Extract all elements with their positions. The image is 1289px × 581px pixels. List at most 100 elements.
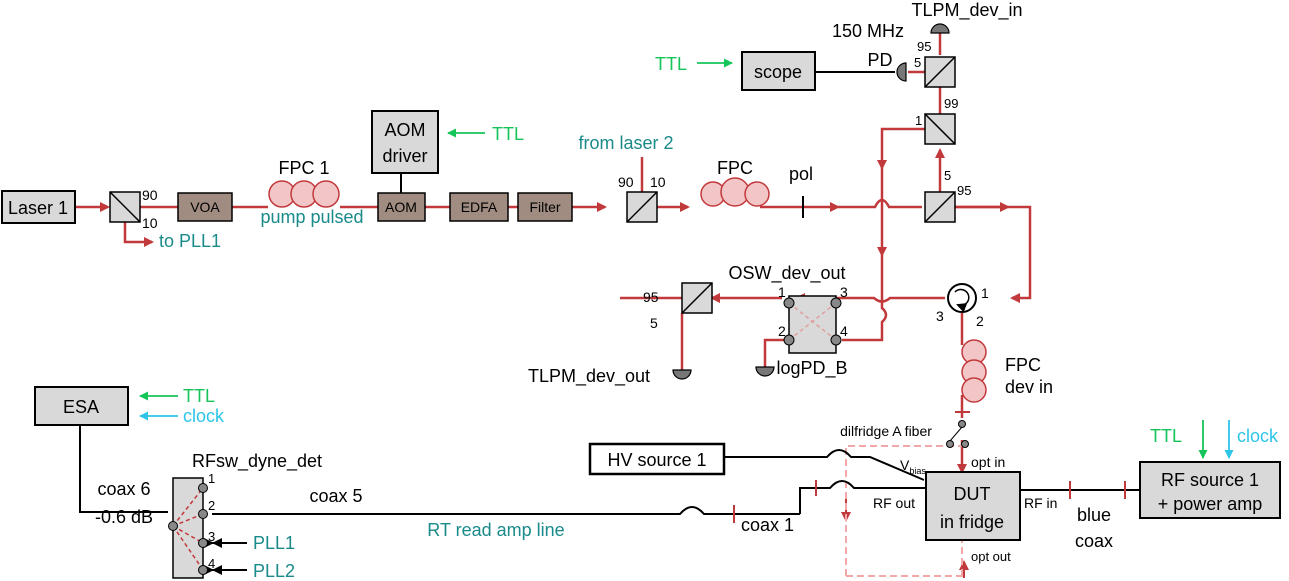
esa: ESA: [34, 386, 129, 426]
vbias-subscript: bias: [909, 466, 926, 476]
edfa: EDFA: [449, 192, 509, 222]
rf-lines: [79, 71, 1140, 575]
tlpm-dev-in-icon: [930, 23, 950, 34]
rf-source: RF source 1 + power amp: [1139, 461, 1281, 519]
bs-top-port-95: 95: [917, 39, 931, 54]
dilfridge-fiber-label: dilfridge A fiber: [840, 423, 932, 439]
fpc-label: FPC: [717, 158, 753, 178]
bs-out: [681, 282, 713, 314]
fpc-dev-in: [961, 339, 987, 403]
optical-switch: [783, 295, 842, 354]
photodetectors: [672, 23, 950, 380]
ttl-scope-label: TTL: [655, 54, 687, 74]
aom-driver-label-2: driver: [382, 146, 427, 166]
pll1-label: PLL1: [253, 533, 295, 553]
circ-port-2: 2: [976, 313, 984, 329]
from-laser2-label: from laser 2: [578, 133, 673, 153]
bs-top-port-5: 5: [914, 55, 921, 70]
logpd-b-icon: [755, 366, 775, 377]
rf-in-label: RF in: [1024, 495, 1057, 511]
aom-label: AOM: [385, 199, 417, 215]
bs-mid-port-99: 99: [944, 96, 958, 111]
bs-mid-port-1: 1: [915, 113, 922, 128]
osw-port-4: 4: [840, 323, 848, 339]
fridge-boundary: [845, 445, 964, 577]
esa-label: ESA: [63, 397, 99, 417]
pd-label: PD: [867, 50, 892, 70]
hv-source-label: HV source 1: [607, 450, 706, 470]
bs1-port-90: 90: [142, 187, 158, 203]
hv-source: HV source 1: [588, 442, 726, 476]
bs-bot-port-95: 95: [957, 183, 971, 198]
blue-coax-label-2: coax: [1075, 531, 1113, 551]
sw-port-1: 1: [208, 471, 215, 486]
vbias-label: Vbias: [900, 457, 926, 476]
ttl-rf-label: TTL: [1150, 426, 1182, 446]
bs-2: [626, 191, 658, 223]
bs-top: [924, 56, 956, 88]
bs-out-port-5: 5: [650, 315, 658, 331]
ttl-aom-label: TTL: [492, 124, 524, 144]
fpc-1: [268, 180, 340, 208]
bs-bot-port-5: 5: [944, 168, 951, 183]
rf-source-label-1: RF source 1: [1161, 470, 1259, 490]
bs1-port-10: 10: [142, 215, 158, 231]
osw-dev-out-label: OSW_dev_out: [728, 263, 845, 284]
tlpm-dev-out-label: TLPM_dev_out: [528, 366, 650, 387]
coax1-label: coax 1: [741, 515, 794, 535]
blue-coax-label-1: blue: [1077, 505, 1111, 525]
rf-switch: [168, 477, 208, 579]
tlpm-dev-in-label: TLPM_dev_in: [911, 0, 1022, 21]
voa-label: VOA: [190, 199, 220, 215]
aom: AOM: [377, 192, 426, 222]
opt-in-label: opt in: [971, 454, 1005, 470]
dut-label-1: DUT: [954, 484, 991, 504]
coax6-label-2: -0.6 dB: [95, 507, 153, 527]
circ-port-1: 1: [981, 285, 989, 301]
to-pll1-label: to PLL1: [159, 231, 221, 251]
fpc-2: [700, 177, 770, 207]
rfsw-dyne-det-label: RFsw_dyne_det: [192, 451, 322, 472]
logpd-b-label: logPD_B: [776, 358, 847, 379]
rf-out-label: RF out: [873, 495, 915, 511]
filter: Filter: [517, 192, 573, 222]
circulator: [947, 283, 977, 313]
scope: scope: [741, 51, 816, 91]
tlpm-dev-out-icon: [672, 369, 692, 380]
voa: VOA: [177, 192, 233, 222]
filter-label: Filter: [529, 199, 560, 215]
aom-driver: AOM driver: [371, 110, 439, 174]
opt-out-label: opt out: [971, 549, 1011, 564]
sw-port-3: 3: [208, 529, 215, 544]
pll2-label: PLL2: [253, 561, 295, 581]
beamsplitters: [109, 56, 956, 314]
bs-mid: [924, 113, 956, 145]
fpc-dev-in-label-2: dev in: [1005, 377, 1053, 397]
clock-esa-label: clock: [183, 406, 225, 426]
clock-rf-label: clock: [1237, 426, 1279, 446]
sw-port-2: 2: [208, 498, 215, 513]
trigger-arrows: [139, 58, 1234, 459]
bs-out-port-95: 95: [643, 289, 659, 305]
dut-label-2: in fridge: [940, 512, 1004, 532]
coax5-label: coax 5: [309, 486, 362, 506]
fiber-connector-link: [949, 426, 963, 442]
ttl-esa-label: TTL: [183, 386, 215, 406]
fpc-dev-in-label-1: FPC: [1005, 355, 1041, 375]
aom-driver-label-1: AOM: [384, 120, 425, 140]
rt-read-amp-line-label: RT read amp line: [427, 520, 564, 540]
bs-1: [109, 191, 141, 223]
sw-port-4: 4: [208, 556, 215, 571]
rf-source-label-2: + power amp: [1158, 494, 1263, 514]
osw-port-1: 1: [778, 284, 786, 300]
fiber-paths: [75, 33, 1032, 578]
pd-150mhz-icon: [896, 62, 907, 82]
mhz150-label: 150 MHz: [832, 21, 904, 41]
scope-label: scope: [754, 62, 802, 82]
edfa-label: EDFA: [461, 199, 498, 215]
coax6-label-1: coax 6: [97, 479, 150, 499]
circ-port-3: 3: [936, 308, 944, 324]
laser-1: Laser 1: [1, 190, 76, 224]
pol-label: pol: [789, 164, 813, 184]
